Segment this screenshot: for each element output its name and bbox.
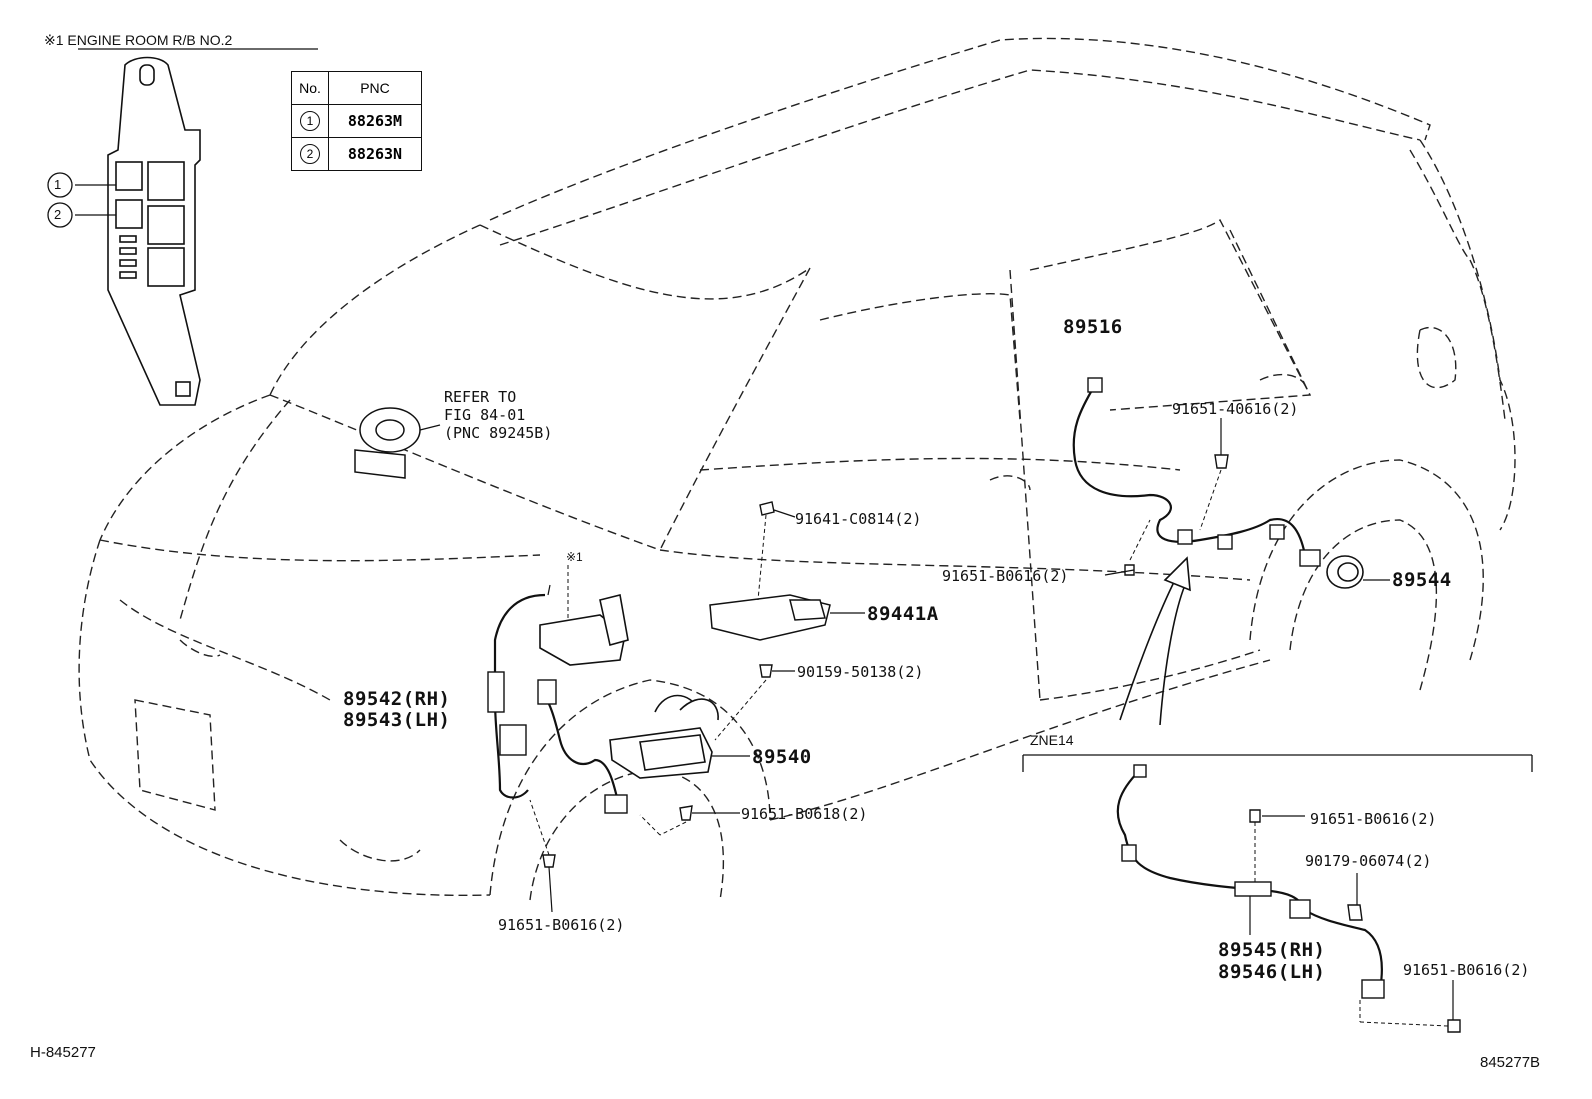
inset-part-91651-top: 91651-B0616(2) bbox=[1310, 810, 1437, 828]
part-89545-rh: 89545(RH) bbox=[1218, 939, 1326, 961]
part-89542-rh: 89542(RH) bbox=[343, 688, 451, 710]
footer-left-code: H-845277 bbox=[30, 1044, 96, 1061]
pnc-table: No. PNC 1 88263M 2 88263N bbox=[291, 71, 422, 171]
table-row: 1 88263M bbox=[291, 104, 422, 138]
part-91651-b0616-low: 91651-B0616(2) bbox=[498, 916, 625, 934]
refer-note-line1: REFER TO bbox=[444, 388, 517, 406]
row-number: 2 bbox=[300, 144, 320, 164]
part-91641-c0814: 91641-C0814(2) bbox=[795, 510, 922, 528]
refer-note-line2: FIG 84-01 bbox=[444, 406, 526, 424]
part-89546-lh: 89546(LH) bbox=[1218, 961, 1326, 983]
part-89543-lh: 89543(LH) bbox=[343, 709, 451, 731]
part-89544: 89544 bbox=[1392, 569, 1452, 591]
part-89516: 89516 bbox=[1063, 316, 1123, 338]
refer-note-line3: (PNC 89245B) bbox=[444, 424, 553, 442]
relay-callout-1: 1 bbox=[54, 177, 62, 192]
inset-part-91651-bottom: 91651-B0616(2) bbox=[1403, 961, 1530, 979]
relay-callout-2: 2 bbox=[54, 207, 62, 222]
part-89441a: 89441A bbox=[867, 603, 939, 625]
note-marker-1: ※1 bbox=[566, 550, 583, 564]
row-pnc: 88263M bbox=[328, 104, 422, 138]
pnc-table-header-no: No. bbox=[291, 71, 329, 105]
table-row: 2 88263N bbox=[291, 137, 422, 171]
part-91651-b0618: 91651-B0618(2) bbox=[741, 805, 868, 823]
pnc-table-header-pnc: PNC bbox=[328, 71, 422, 105]
inset-title: ZNE14 bbox=[1030, 732, 1074, 748]
part-91651-b0616-mid: 91651-B0616(2) bbox=[942, 567, 1069, 585]
row-number: 1 bbox=[300, 111, 320, 131]
part-89540: 89540 bbox=[752, 746, 812, 768]
row-pnc: 88263N bbox=[328, 137, 422, 171]
inset-part-90179: 90179-06074(2) bbox=[1305, 852, 1432, 870]
part-90159-50138: 90159-50138(2) bbox=[797, 663, 924, 681]
footer-right-code: 845277B bbox=[1480, 1054, 1541, 1071]
engine-room-rb-label: ※1 ENGINE ROOM R/B NO.2 bbox=[44, 32, 233, 48]
part-91651-40616: 91651-40616(2) bbox=[1172, 400, 1299, 418]
